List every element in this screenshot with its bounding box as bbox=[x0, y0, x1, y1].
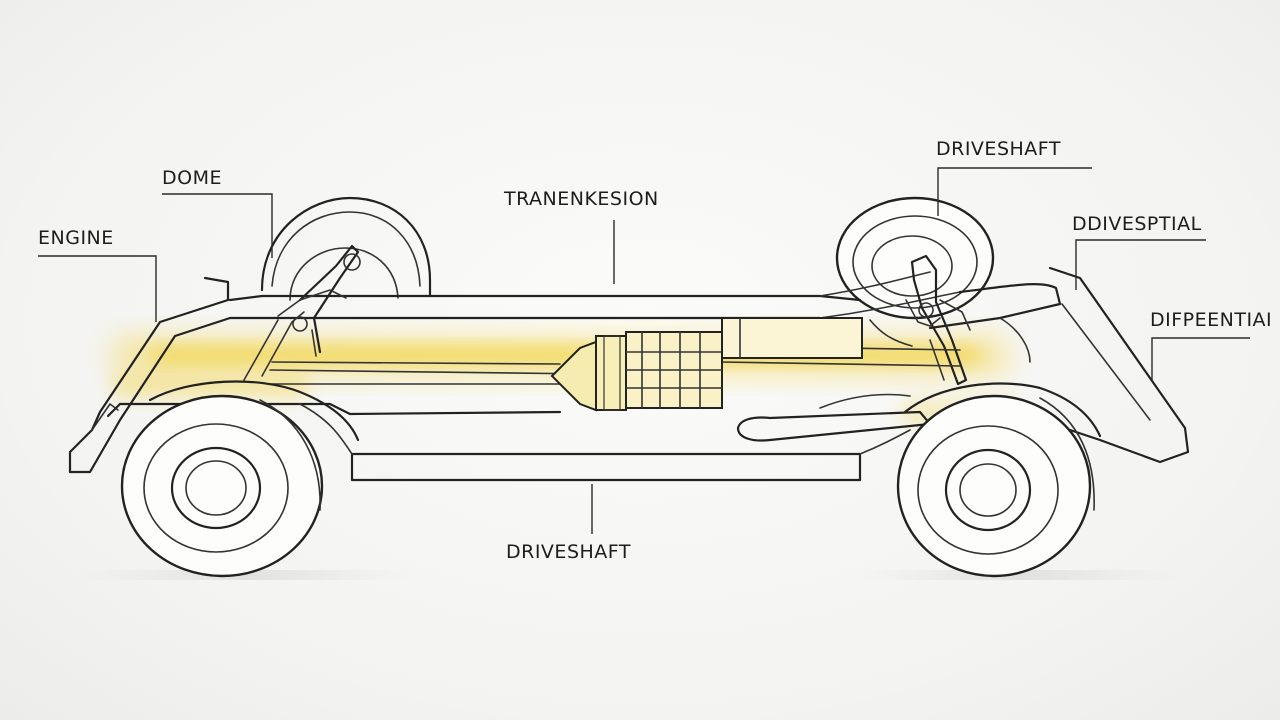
left-upper-fender bbox=[260, 196, 432, 301]
front-suspension bbox=[243, 244, 361, 381]
label-dome: DOME bbox=[162, 167, 222, 189]
label-driveshaft-top: DRIVESHAFT bbox=[936, 138, 1061, 160]
label-differential-upper: DDIVESPTIAL bbox=[1072, 213, 1202, 235]
label-transmission: TRANENKESION bbox=[503, 188, 659, 210]
label-differential-right: DIFPEENTIAI bbox=[1150, 309, 1272, 331]
leader-driveshaft-top bbox=[937, 167, 1092, 216]
leader-differential-right bbox=[1151, 337, 1250, 380]
transmission-unit bbox=[550, 317, 863, 412]
ground-shadow-right bbox=[860, 570, 1180, 580]
rear-suspension bbox=[905, 254, 971, 386]
chassis-frame bbox=[68, 266, 1190, 482]
leader-lines bbox=[38, 167, 1250, 534]
label-driveshaft-bottom: DRIVESHAFT bbox=[506, 541, 631, 563]
ground-shadow-left bbox=[80, 570, 410, 580]
leader-engine bbox=[38, 255, 157, 322]
front-left-wheel bbox=[120, 380, 360, 578]
leader-differential-upper bbox=[1075, 239, 1206, 290]
label-engine: ENGINE bbox=[38, 227, 114, 249]
leader-dome bbox=[162, 193, 273, 258]
rear-right-wheel bbox=[896, 382, 1102, 578]
